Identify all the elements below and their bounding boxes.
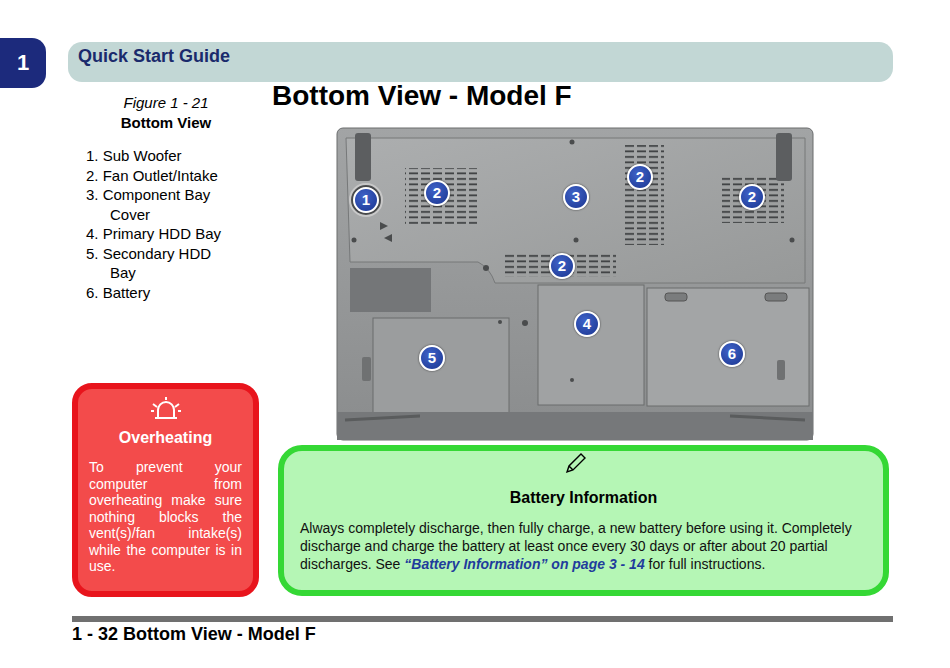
- alarm-icon: [149, 396, 183, 424]
- chapter-number: 1: [17, 50, 29, 76]
- callout-number: 2: [549, 253, 575, 279]
- chapter-tab: 1: [0, 38, 46, 88]
- callout-number: 2: [627, 164, 653, 190]
- figure-title: Bottom View: [96, 114, 236, 131]
- legend-list-item: 6. Battery: [86, 283, 226, 303]
- legend-list-item: 1. Sub Woofer: [86, 146, 226, 166]
- cross-reference: “Battery Information” on page 3 - 14: [404, 556, 644, 572]
- note-heading: Battery Information: [300, 489, 867, 507]
- pencil-icon: [563, 452, 587, 476]
- callout-number: 2: [424, 180, 450, 206]
- legend-list-item: 4. Primary HDD Bay: [86, 224, 226, 244]
- note-text: for full instructions.: [649, 556, 766, 572]
- callout-number: 1: [353, 187, 379, 213]
- callout-number: 5: [419, 345, 445, 371]
- callout-number: 2: [739, 184, 765, 210]
- legend-list-item: 2. Fan Outlet/Intake: [86, 166, 226, 186]
- page-title: Bottom View - Model F: [272, 80, 572, 112]
- section-heading: Quick Start Guide: [78, 42, 893, 70]
- note-body: Always completely discharge, then fully …: [300, 519, 867, 573]
- warning-box: Overheating To prevent your computer from…: [72, 383, 259, 597]
- page-footer: 1 - 32 Bottom View - Model F: [72, 624, 316, 645]
- figure-number: Figure 1 - 21: [96, 94, 236, 111]
- callout-number: 3: [563, 184, 589, 210]
- warning-text: To prevent your computer from overheatin…: [89, 459, 242, 575]
- callout-number: 4: [574, 311, 600, 337]
- warning-heading: Overheating: [89, 429, 242, 447]
- header-band: Quick Start Guide: [68, 42, 893, 82]
- note-box: Battery InformationAlways completely dis…: [278, 445, 889, 596]
- callout-number: 6: [719, 341, 745, 367]
- legend-list-item: 3. Component Bay Cover: [86, 185, 226, 224]
- legend-list-item: 5. Secondary HDD Bay: [86, 244, 226, 283]
